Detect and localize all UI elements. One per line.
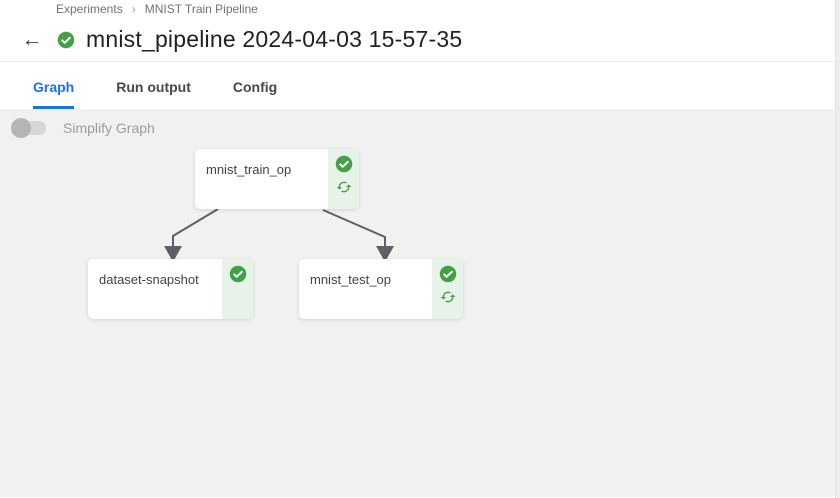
simplify-graph-label: Simplify Graph: [63, 120, 155, 136]
node-label: mnist_train_op: [206, 162, 292, 177]
scrollbar[interactable]: [835, 0, 840, 498]
run-status-icon: [57, 31, 75, 49]
page-title: mnist_pipeline 2024-04-03 15-57-35: [86, 26, 463, 52]
recurring-run-icon: [336, 181, 351, 193]
graph-node-mnist-train-op[interactable]: mnist_train_op: [195, 149, 359, 209]
node-label: dataset-snapshot: [99, 272, 199, 287]
node-status-strip: [432, 259, 463, 319]
toggle-knob[interactable]: [11, 118, 31, 138]
check-circle-icon: [335, 155, 352, 173]
node-label: mnist_test_op: [310, 272, 391, 287]
tab-config[interactable]: Config: [232, 79, 278, 95]
back-button[interactable]: ←: [21, 28, 43, 51]
node-status-strip: [222, 259, 253, 319]
simplify-graph-control: Simplify Graph: [11, 118, 155, 138]
graph-node-dataset-snapshot[interactable]: dataset-snapshot: [88, 259, 253, 319]
breadcrumb: Experiments › MNIST Train Pipeline: [0, 0, 840, 18]
node-status-strip: [328, 149, 359, 209]
run-header: ← mnist_pipeline 2024-04-03 15-57-35: [0, 18, 840, 62]
check-circle-icon: [439, 265, 456, 283]
edge-train-to-snapshot: [164, 208, 219, 262]
check-circle-icon: [229, 265, 246, 283]
edge-train-to-test: [322, 209, 394, 262]
graph-canvas: Simplify Graph mnist_train_op dataset-sn…: [0, 109, 840, 497]
graph-node-mnist-test-op[interactable]: mnist_test_op: [299, 259, 463, 319]
tab-run-output[interactable]: Run output: [116, 79, 191, 95]
simplify-graph-toggle[interactable]: [11, 118, 46, 138]
breadcrumb-separator-icon: ›: [131, 2, 136, 16]
recurring-run-icon: [440, 291, 455, 303]
breadcrumb-experiments[interactable]: Experiments: [56, 2, 123, 16]
tab-graph[interactable]: Graph: [33, 79, 75, 109]
breadcrumb-pipeline[interactable]: MNIST Train Pipeline: [144, 2, 258, 16]
tab-bar: Graph Run output Config: [0, 62, 840, 109]
